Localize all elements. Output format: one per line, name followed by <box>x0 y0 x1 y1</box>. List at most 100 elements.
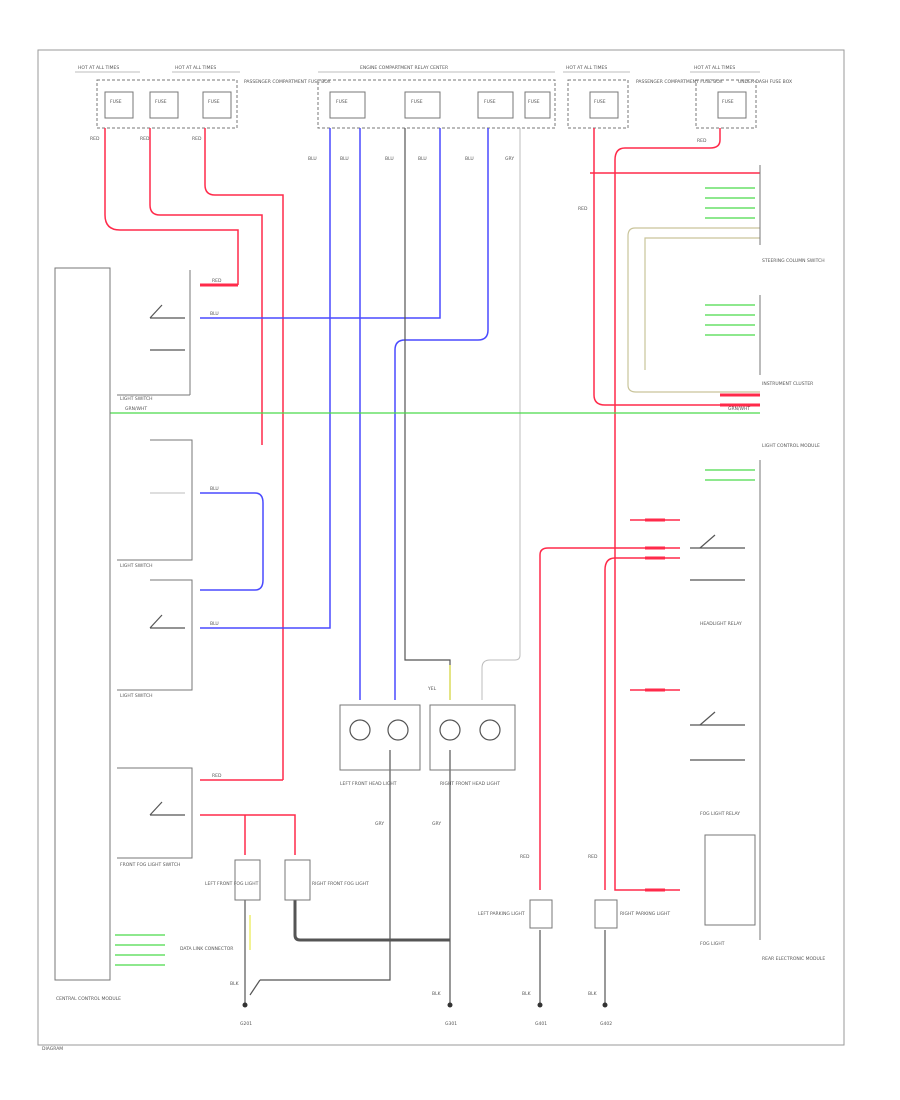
wire-label-black-3: BLK <box>522 991 532 997</box>
instrument-label: INSTRUMENT CLUSTER <box>762 381 813 387</box>
wire-label-gray-1: GRY <box>375 821 384 827</box>
header-group-left-a: HOT AT ALL TIMES <box>78 65 119 71</box>
fuse-row-right: FUSE FUSE <box>567 79 757 129</box>
fog-light-switch: FRONT FOG LIGHT SWITCH <box>117 767 193 868</box>
header-fuse-box-right: PASSENGER COMPARTMENT FUSE BOX <box>636 79 723 85</box>
wire-blue-5 <box>394 128 489 700</box>
light-switch-2: LIGHT SWITCH <box>117 439 193 569</box>
steering-column-label: STEERING COLUMN SWITCH <box>762 258 825 264</box>
wire-label-blue-c1: BLU <box>308 156 317 162</box>
svg-text:FUSE: FUSE <box>722 99 734 105</box>
light-switch-1: LIGHT SWITCH <box>117 270 191 402</box>
svg-text:FUSE: FUSE <box>208 99 220 105</box>
wire-tan-loop <box>627 227 760 393</box>
wire-label-gray-c1: GRY <box>505 156 514 162</box>
fuse-8: FUSE <box>589 91 619 119</box>
wire-red-2 <box>149 128 263 445</box>
wire-red-3 <box>204 128 284 780</box>
switch-3-label: LIGHT SWITCH <box>120 693 153 699</box>
left-parking-label: LEFT PARKING LIGHT <box>478 911 525 917</box>
left-fog-light-relay: LEFT FRONT FOG LIGHT <box>205 859 261 901</box>
wire-label-blue-3: BLU <box>210 621 219 627</box>
wire-gray-4 <box>293 900 450 942</box>
wire-red-6 <box>200 814 296 855</box>
wire-label-red-4: RED <box>212 278 222 284</box>
wire-label-yellow-1: YEL <box>427 686 437 692</box>
switch-2-label: LIGHT SWITCH <box>120 563 153 569</box>
wire-label-blue-c3: BLU <box>385 156 394 162</box>
ground-g402: G402 <box>600 1002 612 1027</box>
wire-label-red-p1: RED <box>520 854 530 860</box>
fuse-3: FUSE <box>202 91 232 119</box>
instrument-cluster: INSTRUMENT CLUSTER <box>705 295 813 387</box>
ground-g401: G401 <box>535 1002 547 1027</box>
fuse-7: FUSE <box>524 91 551 119</box>
central-control-module: CENTRAL CONTROL MODULE <box>54 267 121 1002</box>
headlight-relay: HEADLIGHT RELAY <box>690 534 745 627</box>
wire-label-blue-2: BLU <box>210 486 219 492</box>
wire-label-blue-c5: BLU <box>465 156 474 162</box>
wire-gray-3 <box>260 750 391 981</box>
footer-label: DIAGRAM <box>42 1046 63 1052</box>
wire-label-red-1: RED <box>90 136 100 142</box>
wire-label-red-p2: RED <box>588 854 598 860</box>
right-fog-light-relay: RIGHT FRONT FOG LIGHT <box>284 859 369 901</box>
fuse-1: FUSE <box>104 91 134 119</box>
fuse-row-left: FUSE FUSE FUSE <box>96 79 238 129</box>
svg-text:FUSE: FUSE <box>484 99 496 105</box>
fog-lamp-label: FOG LIGHT <box>700 941 725 947</box>
wire-red-12 <box>539 547 680 890</box>
wire-label-red-r1: RED <box>578 206 588 212</box>
svg-text:G201: G201 <box>240 1021 252 1027</box>
wire-label-red-3: RED <box>192 136 202 142</box>
steering-column-switch: STEERING COLUMN SWITCH <box>705 165 825 264</box>
wire-label-blue-c4: BLU <box>418 156 427 162</box>
fog-switch-label: FRONT FOG LIGHT SWITCH <box>120 862 180 868</box>
left-parking-light: LEFT PARKING LIGHT <box>478 899 553 929</box>
wire-red-8 <box>593 128 760 406</box>
wire-label-red-5: RED <box>212 773 222 779</box>
wire-label-black-2: BLK <box>432 991 442 997</box>
header-group-left-b: HOT AT ALL TIMES <box>175 65 216 71</box>
right-front-headlight: RIGHT FRONT HEAD LIGHT <box>429 704 516 787</box>
data-link-label: DATA LINK CONNECTOR <box>180 946 233 952</box>
svg-text:G301: G301 <box>445 1021 457 1027</box>
light-module-label: LIGHT CONTROL MODULE <box>762 443 820 449</box>
left-headlight-label: LEFT FRONT HEAD LIGHT <box>340 781 397 787</box>
wire-red-10 <box>720 393 760 407</box>
fuse-4: FUSE <box>329 91 366 119</box>
right-parking-light: RIGHT PARKING LIGHT <box>594 899 670 929</box>
ground-g301: G301 <box>445 1002 457 1027</box>
ground-g201: G201 <box>240 1002 252 1027</box>
svg-text:FUSE: FUSE <box>155 99 167 105</box>
left-fog-relay-label: LEFT FRONT FOG LIGHT <box>205 881 259 887</box>
headlight-relay-label: HEADLIGHT RELAY <box>700 621 742 627</box>
header-fuse-box-left: PASSENGER COMPARTMENT FUSE BOX <box>244 79 331 85</box>
wire-label-red-2: RED <box>140 136 150 142</box>
svg-text:FUSE: FUSE <box>528 99 540 105</box>
fuse-6: FUSE <box>477 91 514 119</box>
wire-blue-3 <box>200 128 331 629</box>
wire-blue-2 <box>200 492 264 591</box>
fuse-5: FUSE <box>404 91 441 119</box>
wire-label-black-1: BLK <box>230 981 240 987</box>
fuse-9: FUSE <box>717 91 747 119</box>
svg-text:FUSE: FUSE <box>110 99 122 105</box>
wire-label-green-right: GRN/WHT <box>728 406 750 412</box>
wire-label-black-4: BLK <box>588 991 598 997</box>
central-unit-label: CENTRAL CONTROL MODULE <box>56 996 121 1002</box>
svg-text:G401: G401 <box>535 1021 547 1027</box>
wire-blue-1 <box>200 128 441 319</box>
wire-red-13 <box>604 557 680 890</box>
right-headlight-label: RIGHT FRONT HEAD LIGHT <box>440 781 500 787</box>
svg-text:FUSE: FUSE <box>411 99 423 105</box>
svg-text:FUSE: FUSE <box>594 99 606 105</box>
wire-label-red-r2: RED <box>697 138 707 144</box>
fog-light-relay: FOG LIGHT RELAY <box>690 711 745 817</box>
left-front-headlight: LEFT FRONT HEAD LIGHT <box>339 704 421 787</box>
wire-label-gray-2: GRY <box>432 821 441 827</box>
wire-tan-inner <box>644 237 760 370</box>
fuse-row-center: FUSE FUSE FUSE FUSE <box>317 79 556 129</box>
switch-1-label: LIGHT SWITCH <box>120 396 153 402</box>
